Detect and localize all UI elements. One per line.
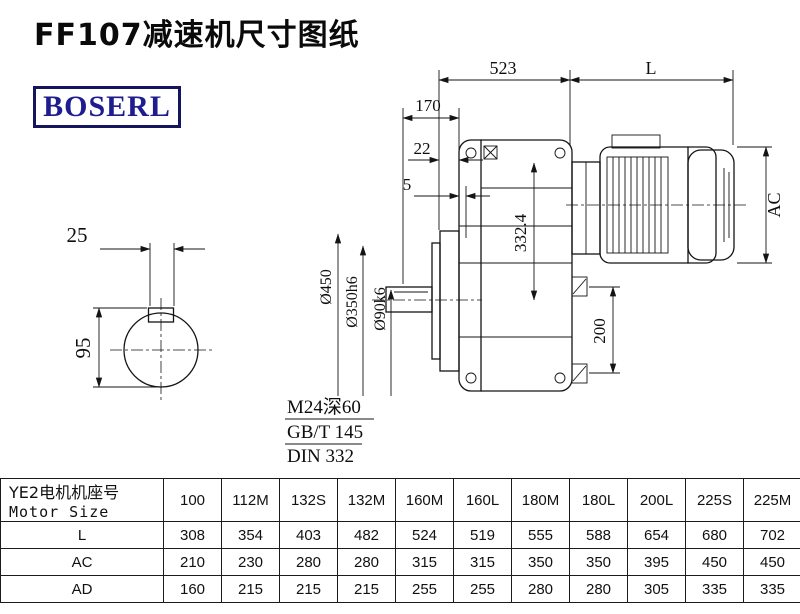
cell: 280: [279, 548, 338, 576]
brand-logo-box: BOSERL: [33, 86, 181, 128]
cell: 215: [337, 575, 396, 603]
thread-notes: M24深60 GB/T 145 DIN 332: [285, 396, 374, 467]
col-header: 132M: [337, 478, 396, 522]
note-din: DIN 332: [287, 446, 354, 467]
cell: 280: [569, 575, 628, 603]
col-header: 180M: [511, 478, 570, 522]
cell: 654: [627, 521, 686, 549]
dimension-523: 523: [438, 58, 571, 84]
lifting-eye-mark: [483, 145, 498, 160]
extension-lines: [402, 70, 734, 284]
col-header: 160L: [453, 478, 512, 522]
col-header: 180L: [569, 478, 628, 522]
dia-90-label: Ø90k6: [372, 287, 389, 331]
cell: 395: [627, 548, 686, 576]
cell: 305: [627, 575, 686, 603]
col-header: 100: [163, 478, 222, 522]
dimension-200: 200: [589, 286, 620, 374]
cell: 519: [453, 521, 512, 549]
cell: 680: [685, 521, 744, 549]
dia-350-label: Ø350h6: [344, 276, 361, 328]
cell: 702: [743, 521, 800, 549]
cell: 588: [569, 521, 628, 549]
cell: 308: [163, 521, 222, 549]
cell: 255: [453, 575, 512, 603]
cell: 280: [337, 548, 396, 576]
col-header: 200L: [627, 478, 686, 522]
note-thread: M24深60: [287, 396, 361, 418]
diameter-callouts: Ø450 Ø350h6 Ø90k6: [318, 233, 395, 396]
mounting-tabs: [571, 276, 588, 384]
cell: 350: [511, 548, 570, 576]
cell: 335: [685, 575, 744, 603]
cell: 350: [569, 548, 628, 576]
terminal-box: [611, 134, 661, 149]
dim-25-label: 25: [67, 223, 88, 247]
table-row-AD: AD 160 215 215 215 255 255 280 280 305 3…: [0, 575, 800, 603]
header-cn: YE2电机机座号: [9, 483, 120, 502]
cell: 280: [511, 575, 570, 603]
keyway-notch: [147, 307, 175, 323]
dim-523-label: 523: [490, 58, 517, 78]
page-title: FF107减速机尺寸图纸: [34, 18, 360, 53]
col-header: 112M: [221, 478, 280, 522]
header-en: Motor Size: [9, 503, 110, 521]
dimension-332: 332.4: [511, 162, 538, 301]
cell: 524: [395, 521, 454, 549]
technical-drawing: 523 L 170 22 5 AC 332.4 200 Ø4: [67, 58, 785, 467]
dimension-AC: AC: [737, 146, 784, 264]
cell: 315: [395, 548, 454, 576]
row-label: AD: [0, 575, 164, 603]
header-motor-size-cell: YE2电机机座号 Motor Size: [0, 478, 164, 522]
row-label: L: [0, 521, 164, 549]
table-header-row: YE2电机机座号 Motor Size 100 112M 132S 132M 1…: [0, 478, 800, 522]
dimension-L: L: [569, 58, 734, 84]
cell: 215: [279, 575, 338, 603]
dim-22-label: 22: [414, 139, 431, 158]
cell: 450: [743, 548, 800, 576]
fan-cowl: [687, 149, 735, 261]
cell: 255: [395, 575, 454, 603]
row-label: AC: [0, 548, 164, 576]
dim-L-label: L: [646, 58, 657, 78]
left-shaft-section: 25 95: [67, 223, 212, 402]
cell: 555: [511, 521, 570, 549]
dim-95-label: 95: [71, 338, 95, 359]
dim-5-label: 5: [403, 175, 412, 194]
col-header: 225M: [743, 478, 800, 522]
cell: 230: [221, 548, 280, 576]
cell: 482: [337, 521, 396, 549]
note-gb: GB/T 145: [287, 422, 363, 443]
dim-170-label: 170: [415, 96, 441, 115]
dim-332-label: 332.4: [511, 213, 530, 252]
cell: 210: [163, 548, 222, 576]
brand-logo-text: BOSERL: [43, 90, 171, 123]
motor: [566, 134, 748, 264]
dim-AC-label: AC: [764, 192, 784, 217]
cell: 450: [685, 548, 744, 576]
cell: 403: [279, 521, 338, 549]
cell: 354: [221, 521, 280, 549]
dimension-22: 22: [408, 139, 483, 164]
motor-size-table: YE2电机机座号 Motor Size 100 112M 132S 132M 1…: [0, 478, 800, 603]
table-row-AC: AC 210 230 280 280 315 315 350 350 395 4…: [0, 548, 800, 576]
cell: 215: [221, 575, 280, 603]
dia-450-label: Ø450: [318, 269, 335, 305]
dim-200-label: 200: [590, 318, 609, 344]
cell: 160: [163, 575, 222, 603]
col-header: 225S: [685, 478, 744, 522]
dimension-170: 170: [402, 96, 460, 122]
cell: 335: [743, 575, 800, 603]
col-header: 132S: [279, 478, 338, 522]
col-header: 160M: [395, 478, 454, 522]
gearbox-housing: [458, 139, 588, 392]
motor-fins: [612, 157, 662, 253]
cell: 315: [453, 548, 512, 576]
dimension-5: 5: [403, 175, 490, 200]
table-row-L: L 308 354 403 482 524 519 555 588 654 68…: [0, 521, 800, 549]
